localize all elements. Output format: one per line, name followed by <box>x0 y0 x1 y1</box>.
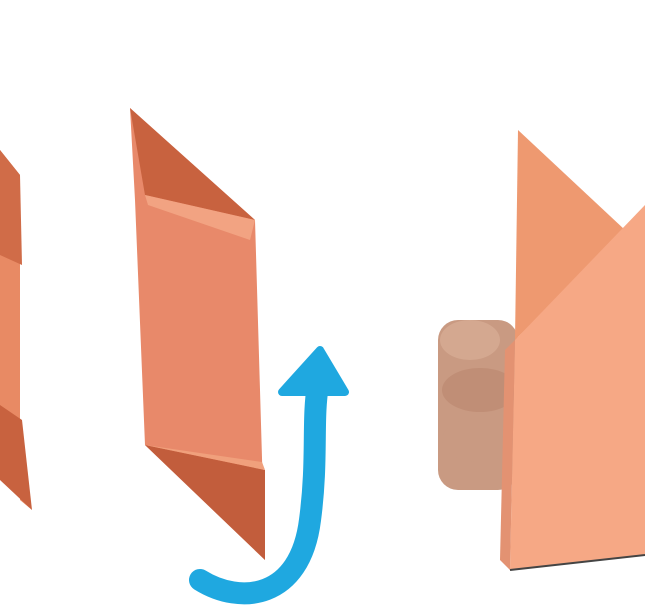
middle-paper-fold <box>130 108 265 560</box>
hand-icon <box>438 320 518 490</box>
right-paper-fold <box>500 130 645 571</box>
curved-arrow-icon <box>189 346 349 605</box>
left-paper-fold <box>0 150 32 510</box>
